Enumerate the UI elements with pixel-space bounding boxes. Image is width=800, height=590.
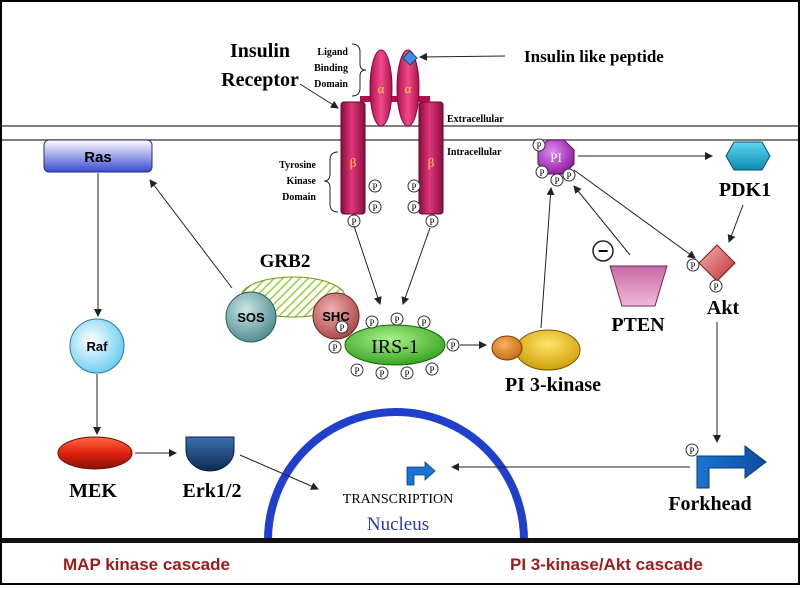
receptor-pointer-arrow [299, 83, 339, 109]
phospho-label: P [554, 176, 559, 186]
mek-label: MEK [69, 480, 117, 502]
phospho-label: P [429, 217, 434, 227]
pi-label: PI [550, 150, 562, 165]
ligand-label-line3: Domain [314, 79, 348, 90]
transcription-label: TRANSCRIPTION [343, 492, 453, 507]
grb2-label: GRB2 [260, 251, 311, 272]
pdk1-node [725, 141, 771, 171]
erk-to-transcription-arrow [239, 454, 319, 490]
pi3k-subunit-node [491, 335, 523, 361]
shc-label: SHC [322, 309, 350, 324]
footer-divider [2, 538, 798, 543]
pdk1-to-akt-arrow [727, 204, 744, 243]
forkhead-node [696, 444, 767, 489]
inhibition-sign: − [598, 241, 609, 261]
beta-label-1: β [350, 155, 357, 170]
insulin-peptide-icon [402, 50, 418, 66]
tyrosine-label-line1: Tyrosine [279, 160, 316, 171]
phospho-label: P [369, 318, 374, 328]
ras-node [43, 139, 153, 173]
phospho-label: P [379, 369, 384, 379]
receptor-to-irs1-arrow-right [401, 227, 431, 305]
raf-node [69, 318, 125, 374]
ligand-label-line2: Binding [314, 63, 348, 74]
nucleus-envelope [264, 408, 528, 541]
mek-node [57, 436, 133, 470]
insulin-receptor [340, 49, 444, 215]
phospho-label: P [566, 171, 571, 181]
alpha-label-1: α [378, 81, 385, 96]
phospho-label: P [429, 365, 434, 375]
map-kinase-cascade-label: MAP kinase cascade [63, 555, 230, 574]
akt-label: Akt [707, 297, 740, 319]
akt-phosphates: P P [686, 258, 723, 293]
phospho-label: P [689, 446, 694, 456]
receptor-phosphates: P P P P P P [347, 179, 439, 228]
receptor-title-line1: Insulin [230, 40, 290, 62]
ras-label: Ras [84, 149, 112, 166]
phospho-label: P [351, 217, 356, 227]
ligand-label-line1: Ligand [317, 47, 348, 58]
phospho-label: P [354, 366, 359, 376]
phospho-label: P [404, 369, 409, 379]
phospho-label: P [332, 343, 337, 353]
phospho-label: P [339, 323, 344, 333]
phospho-label: P [713, 282, 718, 292]
receptor-title-line2: Receptor [221, 69, 299, 91]
pdk1-label: PDK1 [719, 179, 771, 201]
pten-node [609, 265, 668, 307]
pi-to-akt-arrow [573, 169, 696, 259]
pi3k-akt-cascade-label: PI 3-kinase/Akt cascade [510, 555, 703, 574]
beta-label-2: β [428, 155, 435, 170]
phospho-label: P [539, 168, 544, 178]
phospho-label: P [394, 315, 399, 325]
intracellular-label: Intracellular [447, 147, 502, 158]
irs1-phosphates: P P P P P P P P P P [328, 312, 460, 380]
pi3k-to-pi-arrow [540, 187, 555, 329]
raf-label: Raf [87, 339, 109, 354]
pten-to-pi-arrow [573, 185, 631, 256]
peptide-arrow [419, 52, 506, 61]
erk-label: Erk1/2 [183, 480, 242, 502]
tyrosine-label-line3: Domain [282, 192, 316, 203]
transcription-start-icon [406, 461, 436, 486]
sos-label: SOS [237, 310, 265, 325]
phospho-label: P [450, 341, 455, 351]
forkhead-label: Forkhead [668, 493, 751, 515]
pi3k-node [515, 329, 581, 371]
forkhead-phosphate [685, 443, 699, 457]
alpha-label-2: α [405, 81, 412, 96]
tyrosine-bracket [323, 151, 339, 213]
phospho-label: P [411, 203, 416, 213]
extracellular-label: Extracellular [447, 114, 504, 125]
phospho-label: P [421, 318, 426, 328]
pi-phosphates: P P P P [532, 138, 576, 187]
ligand-bracket [351, 43, 367, 97]
nucleus-label: Nucleus [367, 514, 429, 535]
tyrosine-label-line2: Kinase [287, 176, 317, 187]
phospho-label: P [536, 141, 541, 151]
phospho-label: P [372, 203, 377, 213]
phospho-label: P [411, 182, 416, 192]
insulin-peptide-label: Insulin like peptide [524, 47, 664, 66]
pten-label: PTEN [611, 314, 665, 336]
phospho-label: P [372, 182, 377, 192]
erk-node [185, 436, 235, 472]
sos-node [225, 291, 277, 343]
inhibition-icon [592, 240, 614, 262]
phospho-label: P [690, 261, 695, 271]
irs1-label: IRS-1 [371, 336, 419, 358]
receptor-to-irs1-arrow-left [353, 225, 382, 305]
pi3k-label: PI 3-kinase [505, 374, 601, 396]
sos-to-ras-arrow [149, 179, 233, 289]
